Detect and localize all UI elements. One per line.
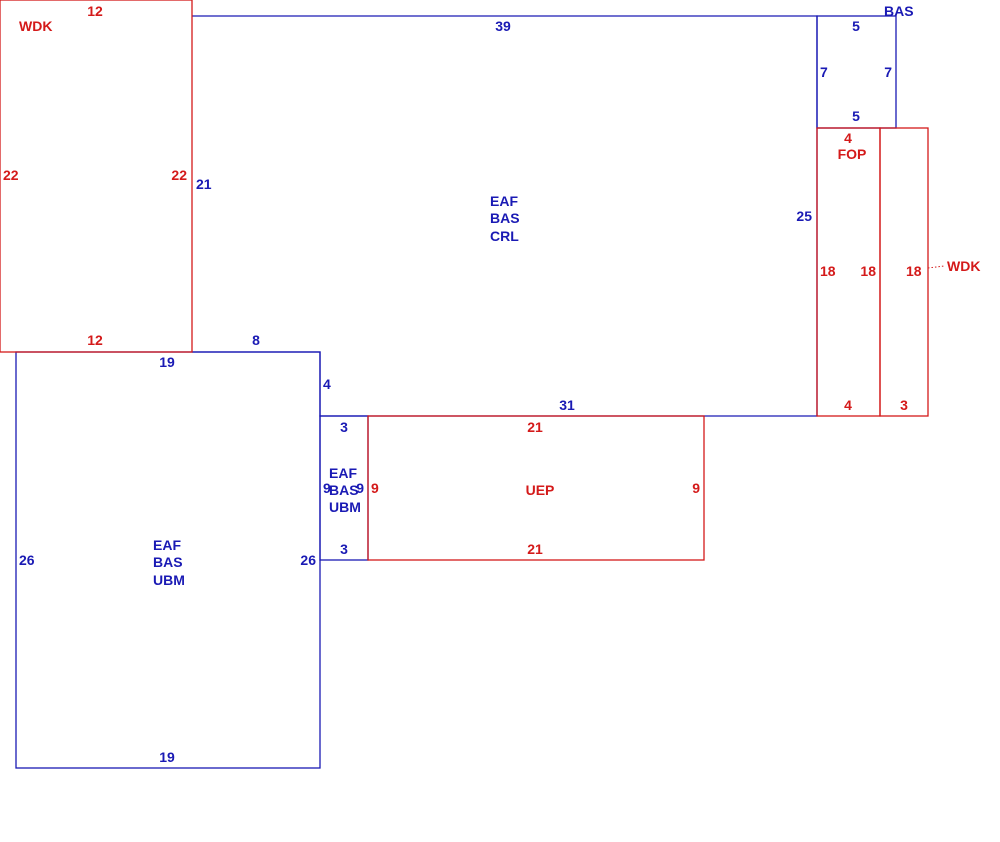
eaf-bas-ubm-small-left-dimension: 9: [323, 480, 331, 496]
wdk-left-top-dimension: 12: [87, 3, 103, 19]
wdk-left-labels: WDK 12 12 22 22: [3, 3, 187, 348]
uep-name: UEP: [526, 482, 555, 498]
eaf-bas-ubm-small-labels: EAF BAS UBM 3 3 9 9: [323, 419, 364, 557]
fop-labels: 4 FOP 18 18 4: [820, 130, 876, 413]
eaf-bas-ubm-small-right-dimension: 9: [356, 480, 364, 496]
fop-left-dimension: 18: [820, 263, 836, 279]
eaf-bas-ubm-large-line-3: UBM: [153, 572, 185, 588]
eaf-bas-crl-labels: EAF BAS CRL 39 21 25 31 8 4: [196, 18, 812, 413]
wdk-left-outline: [0, 0, 193, 353]
eaf-bas-ubm-small-bottom-dimension: 3: [340, 541, 348, 557]
bas-small-labels: BAS 5 5 7 7: [820, 3, 914, 124]
bas-small-bottom-dimension: 5: [852, 108, 860, 124]
wdk-right-name: WDK: [947, 258, 980, 274]
uep-labels: UEP 21 21 9 9: [371, 419, 700, 557]
eaf-bas-crl-line-1: EAF: [490, 193, 518, 209]
eaf-bas-crl-bottom-dimension: 31: [559, 397, 575, 413]
eaf-bas-crl-notch-top-dimension: 8: [252, 332, 260, 348]
eaf-bas-crl-left-dimension: 21: [196, 176, 212, 192]
red-outlines: [0, 0, 945, 561]
fop-right-dimension: 18: [860, 263, 876, 279]
uep-left-dimension: 9: [371, 480, 379, 496]
eaf-bas-crl-notch-side-dimension: 4: [323, 376, 331, 392]
eaf-bas-ubm-large-bottom-dimension: 19: [159, 749, 175, 765]
uep-top-dimension: 21: [527, 419, 543, 435]
eaf-bas-ubm-large-right-dimension: 26: [300, 552, 316, 568]
eaf-bas-ubm-small-top-dimension: 3: [340, 419, 348, 435]
uep-right-dimension: 9: [692, 480, 700, 496]
eaf-bas-crl-line-3: CRL: [490, 228, 519, 244]
blue-outlines: [15, 15, 897, 769]
wdk-left-left-dimension: 22: [3, 167, 19, 183]
wdk-left-name: WDK: [19, 18, 52, 34]
wdk-right-height-dimension: 18: [906, 263, 922, 279]
bas-small-top-dimension: 5: [852, 18, 860, 34]
fop-top-dimension: 4: [844, 130, 852, 146]
eaf-bas-ubm-small-line-1: EAF: [329, 465, 357, 481]
bas-small-right-dimension: 7: [884, 64, 892, 80]
uep-bottom-dimension: 21: [527, 541, 543, 557]
uep-outline: [367, 415, 705, 561]
wdk-right-labels: 18 3 WDK: [900, 258, 980, 413]
wdk-right-leader-line: [927, 265, 945, 269]
eaf-bas-crl-line-2: BAS: [490, 210, 520, 226]
eaf-bas-ubm-large-left-dimension: 26: [19, 552, 35, 568]
eaf-bas-crl-right-dimension: 25: [796, 208, 812, 224]
eaf-bas-ubm-large-top-dimension: 19: [159, 354, 175, 370]
eaf-bas-ubm-large-line-2: BAS: [153, 554, 183, 570]
bas-small-name: BAS: [884, 3, 914, 19]
fop-name: FOP: [838, 146, 867, 162]
eaf-bas-ubm-small-line-2: BAS: [329, 482, 359, 498]
wdk-right-width-dimension: 3: [900, 397, 908, 413]
eaf-bas-crl-top-dimension: 39: [495, 18, 511, 34]
bas-small-left-dimension: 7: [820, 64, 828, 80]
fop-bottom-dimension: 4: [844, 397, 852, 413]
eaf-bas-ubm-small-line-3: UBM: [329, 499, 361, 515]
wdk-right-outline: [879, 127, 929, 417]
wdk-left-right-dimension: 22: [171, 167, 187, 183]
eaf-bas-ubm-large-line-1: EAF: [153, 537, 181, 553]
wdk-left-bottom-dimension: 12: [87, 332, 103, 348]
eaf-bas-ubm-large-labels: EAF BAS UBM 19 19 26 26: [19, 354, 316, 765]
